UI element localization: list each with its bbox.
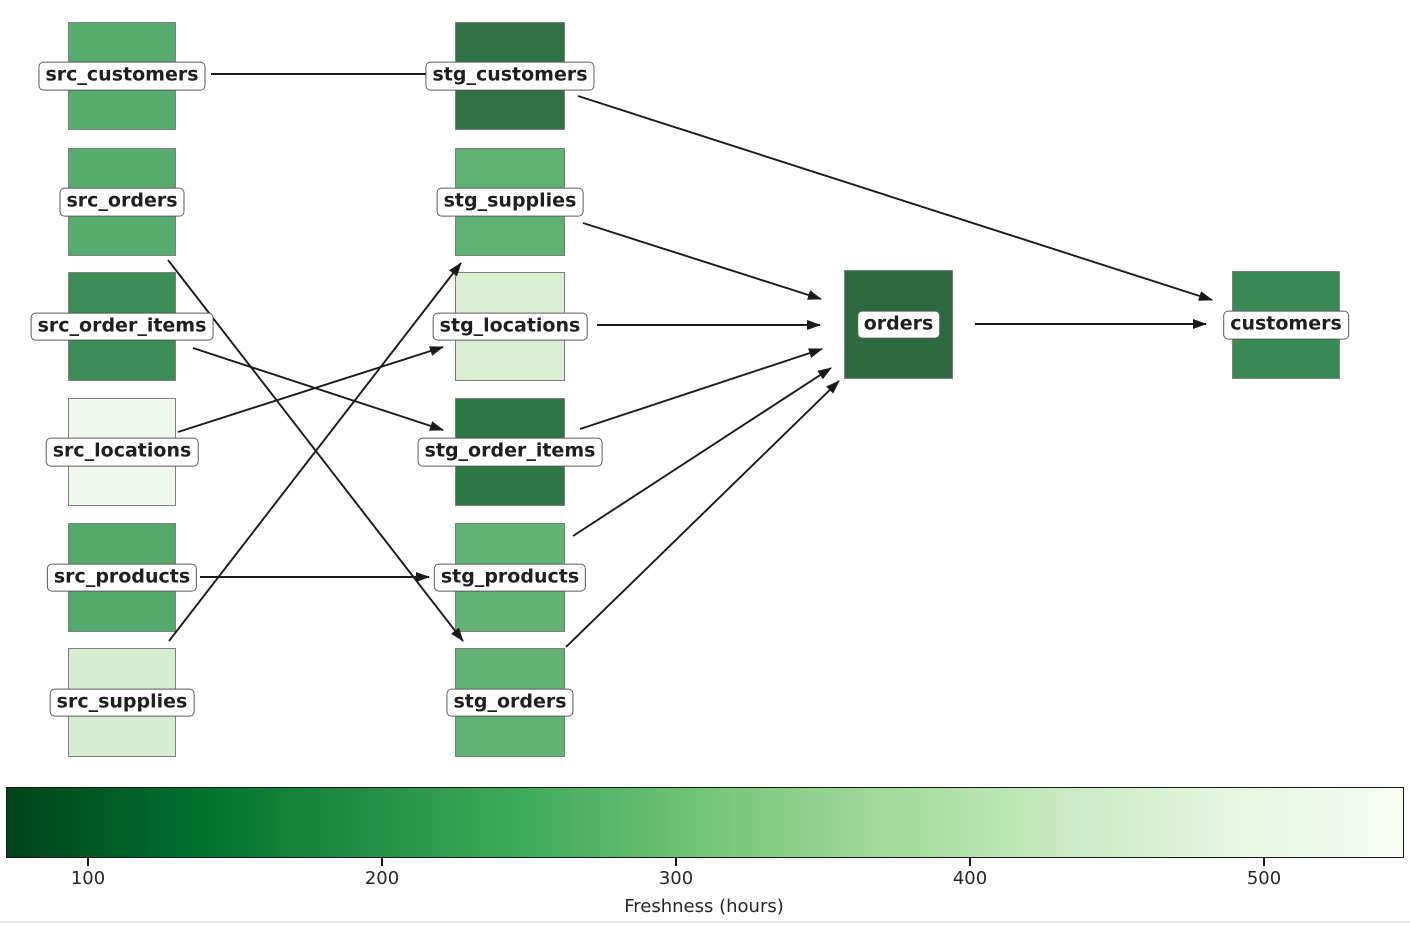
node-label-stg_locations: stg_locations <box>432 312 588 341</box>
colorbar-tick-100 <box>87 858 89 866</box>
colorbar-tick-label-500: 500 <box>1246 868 1282 889</box>
edge-stg_orders-to-orders <box>565 380 840 648</box>
colorbar-axis-label: Freshness (hours) <box>624 896 784 917</box>
node-label-stg_supplies: stg_supplies <box>436 187 584 217</box>
node-label-src_customers: src_customers <box>38 61 206 91</box>
colorbar-tick-label-400: 400 <box>952 868 988 889</box>
colorbar-tick-300 <box>675 858 677 866</box>
colorbar-tick-200 <box>381 858 383 866</box>
colorbar-gradient <box>6 787 1404 858</box>
node-label-src_supplies: src_supplies <box>49 688 195 717</box>
edge-stg_order_items-to-orders <box>579 348 823 430</box>
node-label-src_orders: src_orders <box>59 187 185 217</box>
colorbar-tick-label-300: 300 <box>658 868 694 889</box>
colorbar-tick-label-100: 100 <box>70 868 106 889</box>
node-label-stg_orders: stg_orders <box>446 688 574 717</box>
edge-stg_customers-to-customers <box>577 95 1213 301</box>
edge-src_locations-to-stg_locations <box>177 346 444 433</box>
node-label-orders: orders <box>856 310 941 339</box>
node-label-stg_order_items: stg_order_items <box>417 437 603 467</box>
node-label-src_locations: src_locations <box>45 437 199 467</box>
figure-bottom-rule <box>0 921 1410 923</box>
edge-stg_products-to-orders <box>572 367 832 537</box>
colorbar-tick-400 <box>969 858 971 866</box>
colorbar-tick-label-200: 200 <box>364 868 400 889</box>
colorbar-tick-500 <box>1263 858 1265 866</box>
node-label-stg_customers: stg_customers <box>425 61 595 91</box>
edge-stg_supplies-to-orders <box>582 222 822 300</box>
edge-src_supplies-to-stg_supplies <box>168 262 462 642</box>
node-label-src_products: src_products <box>46 563 198 592</box>
node-label-src_order_items: src_order_items <box>30 312 214 341</box>
node-label-customers: customers <box>1223 310 1349 340</box>
node-label-stg_products: stg_products <box>433 563 587 592</box>
edge-src_order_items-to-stg_order_items <box>192 347 444 431</box>
